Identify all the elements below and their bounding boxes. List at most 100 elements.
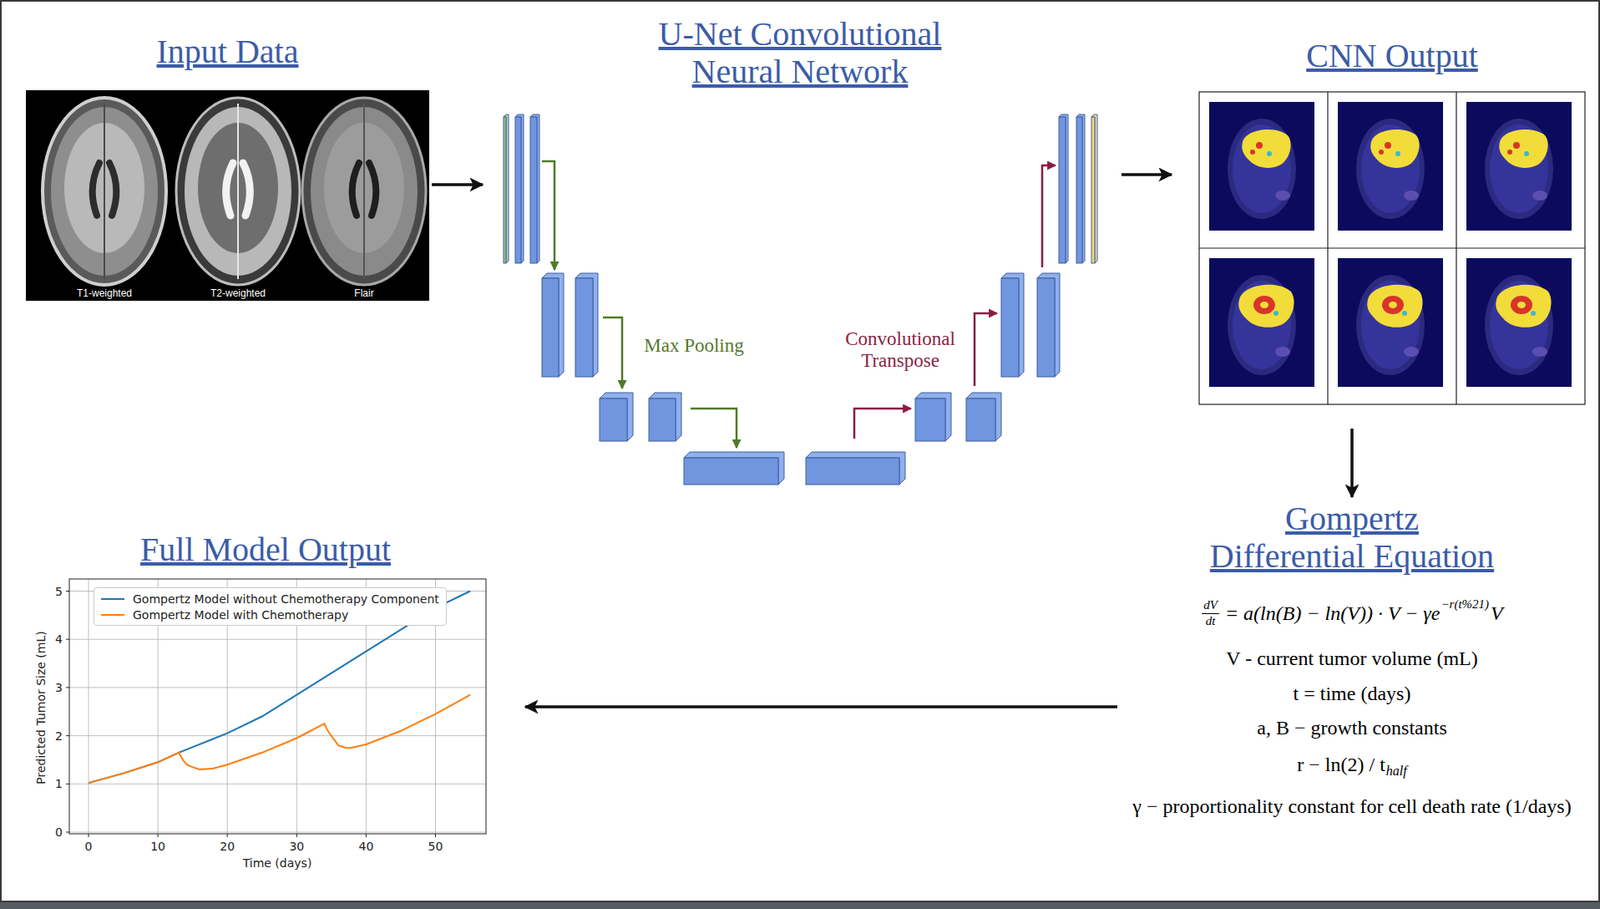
mri-images-part xyxy=(237,103,239,279)
input-panel: Input DataT1-weightedT2-weightedFlair xyxy=(25,90,430,301)
mri-images-part xyxy=(243,162,250,216)
variable-definition: r − ln(2) / t xyxy=(1296,752,1386,776)
unet-blocks-part xyxy=(1001,273,1024,377)
legend-line-sample xyxy=(101,613,125,616)
mri-images-part xyxy=(302,97,426,285)
unet-blocks-part xyxy=(515,114,524,264)
unet-arrows-part xyxy=(602,317,623,389)
variable-definition: t = time (days) xyxy=(1293,681,1412,705)
unet-arrows-part xyxy=(854,408,912,439)
flow-arrow xyxy=(1121,172,1172,177)
tick-label: 2 xyxy=(55,729,63,743)
unet-blocks-part xyxy=(575,273,598,377)
axis-label: Time (days) xyxy=(243,855,313,870)
line-chart-part-part xyxy=(88,833,90,837)
unet-blocks-part xyxy=(1091,116,1095,264)
line-chart-part-part xyxy=(65,590,70,592)
flow-arrow xyxy=(1350,428,1354,497)
unet-blocks-part xyxy=(915,398,946,441)
line-chart-part-part xyxy=(296,833,298,837)
image-label: Flair xyxy=(354,287,374,299)
unet-blocks-part xyxy=(648,398,676,441)
line-chart-part-part xyxy=(365,833,367,837)
unet-blocks-part xyxy=(1076,114,1085,264)
tick-label: 4 xyxy=(55,632,63,646)
tick-label: 0 xyxy=(85,839,93,853)
legend-entry: Gompertz Model with Chemotherapy xyxy=(101,606,440,623)
unet-blocks-part xyxy=(1091,114,1098,264)
mri-images xyxy=(25,90,430,301)
unet-blocks xyxy=(503,114,1098,485)
unet-blocks-part xyxy=(683,457,779,485)
tick-label: 3 xyxy=(55,680,63,694)
unet-blocks-part xyxy=(503,114,509,264)
line-chart-part-part xyxy=(227,833,228,837)
segmentation-grid-art-part xyxy=(1337,101,1444,231)
operation-label: Max Pooling xyxy=(643,334,744,357)
mri-images-part xyxy=(109,162,117,216)
segmentation-grid-art-part xyxy=(1337,258,1444,387)
segmentation-grid-art-part xyxy=(1199,91,1585,405)
tick-label: 1 xyxy=(55,776,63,790)
section-heading: Full Model Output xyxy=(140,530,391,568)
unet-blocks-part xyxy=(599,392,633,441)
variable-definition: γ − proportionality constant for cell de… xyxy=(1132,794,1571,818)
image-label: T2-weighted xyxy=(210,287,266,299)
unet-arrows-part xyxy=(541,161,555,270)
segmentation-grid: CNN Output xyxy=(1199,91,1585,405)
unet-blocks-part xyxy=(805,451,906,485)
tick-label: 10 xyxy=(150,839,166,853)
tick-label: 0 xyxy=(55,825,63,839)
segmentation-grid-art xyxy=(1199,91,1585,405)
section-heading: U-Net Convolutional Neural Network xyxy=(632,15,968,91)
operation-label: Convolutional Transpose xyxy=(833,328,968,372)
unet-arrows-part xyxy=(974,313,998,386)
line-chart-part-part xyxy=(65,734,70,736)
segmentation-grid-art-part xyxy=(1466,101,1572,231)
unet-blocks-part xyxy=(1037,278,1055,377)
unet-blocks-part xyxy=(966,392,1002,441)
unet-blocks-part xyxy=(1001,278,1019,377)
unet-blocks-part xyxy=(648,392,682,441)
unet-blocks-part xyxy=(599,398,628,441)
line-chart-part-part xyxy=(65,831,70,833)
tick-label: 50 xyxy=(428,839,444,853)
mri-images-part xyxy=(92,162,100,216)
section-heading: CNN Output xyxy=(1306,36,1479,75)
line-chart-part-part xyxy=(65,686,70,688)
tick-label: 40 xyxy=(358,839,374,853)
unet-arrows-part xyxy=(1042,165,1056,268)
mri-images-part xyxy=(363,103,365,279)
segmentation-grid-art-part xyxy=(1199,247,1585,249)
line-chart xyxy=(65,578,487,837)
unet-blocks-part xyxy=(1037,273,1060,377)
section-heading: Input Data xyxy=(156,32,299,71)
line-chart-part-part xyxy=(69,734,487,736)
unet-blocks-part xyxy=(1076,116,1083,264)
unet-blocks-part xyxy=(683,451,785,485)
line-chart-part xyxy=(88,694,471,784)
legend-entry: Gompertz Model without Chemotherapy Comp… xyxy=(101,590,440,607)
unet-blocks-part xyxy=(503,116,507,264)
unet-blocks-part xyxy=(530,116,537,264)
unet-blocks-part xyxy=(966,398,996,441)
unet-blocks-part xyxy=(1058,114,1069,264)
equation-part: dV xyxy=(1203,597,1218,613)
equation-part: = a(ln(B) − ln(V)) · V − γe xyxy=(1225,601,1441,625)
unet-blocks-part xyxy=(1058,116,1066,264)
unet-blocks-part xyxy=(530,114,540,264)
line-chart-part-part xyxy=(69,831,487,833)
subscript: half xyxy=(1386,763,1408,779)
line-chart-part-part xyxy=(88,578,90,834)
variable-definition: a, B − growth constants xyxy=(1256,715,1448,740)
mri-images-part xyxy=(42,97,167,285)
mri-images-part xyxy=(352,162,360,216)
axis-label: Predicted Tumor Size (mL) xyxy=(34,630,48,784)
unet-panel: U-Net Convolutional Neural NetworkMax Po… xyxy=(501,112,1099,487)
equation-panel: Gompertz Differential EquationdVdt= a(ln… xyxy=(1118,499,1585,827)
unet-arrows-part xyxy=(690,408,737,448)
line-chart-part-part xyxy=(69,783,487,785)
flow-arrow xyxy=(525,704,1118,709)
